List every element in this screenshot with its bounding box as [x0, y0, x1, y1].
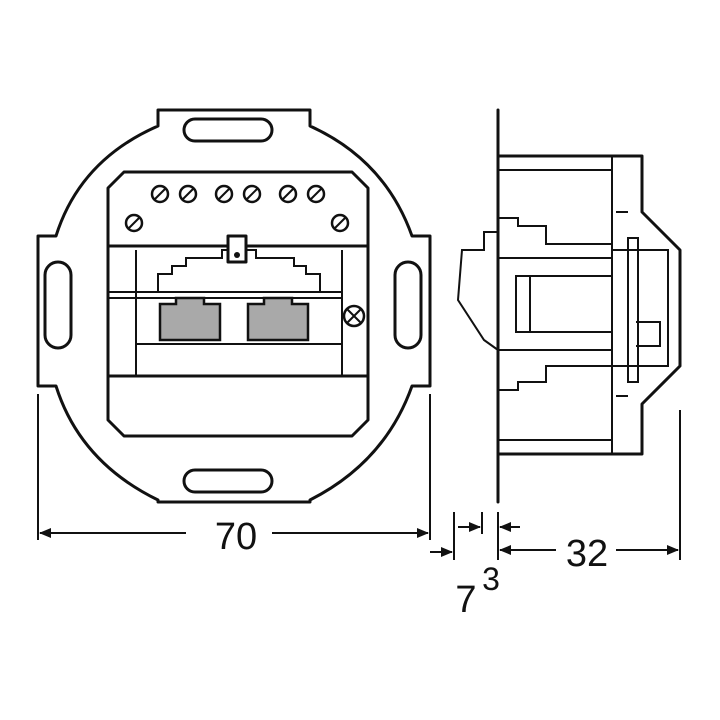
plate-thickness-sup: 3 [482, 561, 500, 597]
terminal-screw [214, 184, 234, 204]
rj45-port-right [246, 296, 310, 342]
depth-label: 32 [566, 533, 608, 575]
terminal-screw [278, 184, 298, 204]
latch-tab [226, 234, 248, 264]
right-mounting-slot [393, 260, 423, 350]
dimension-lines: 70 7 3 32 [37, 394, 681, 621]
terminal-screw [178, 184, 198, 204]
terminal-screw [306, 184, 326, 204]
terminal-screw [150, 184, 170, 204]
bottom-mounting-slot [182, 468, 274, 494]
side-rear-clip [636, 321, 661, 347]
terminal-screw [124, 213, 144, 233]
terminal-screw [330, 213, 350, 233]
side-view [456, 108, 682, 504]
side-upper-clip [498, 217, 612, 245]
terminal-screw [242, 184, 262, 204]
rj45-port-left [158, 296, 222, 342]
front-view [36, 108, 432, 504]
side-jack-cavity [515, 275, 613, 333]
top-mounting-slot [182, 117, 274, 143]
plate-thickness-main: 7 [455, 579, 476, 621]
width-label: 70 [215, 516, 257, 558]
left-mounting-slot [43, 260, 73, 350]
side-body-outline [496, 154, 682, 456]
side-rear-module [612, 249, 669, 367]
insert-body [106, 170, 370, 438]
latch-dot [234, 252, 240, 258]
side-front-housing [456, 231, 499, 351]
side-lower-clip [498, 365, 612, 391]
mounting-plate-outline [36, 108, 432, 504]
ground-screw [342, 304, 366, 328]
terminal-screws [124, 184, 350, 233]
side-rear-latch [627, 237, 639, 383]
